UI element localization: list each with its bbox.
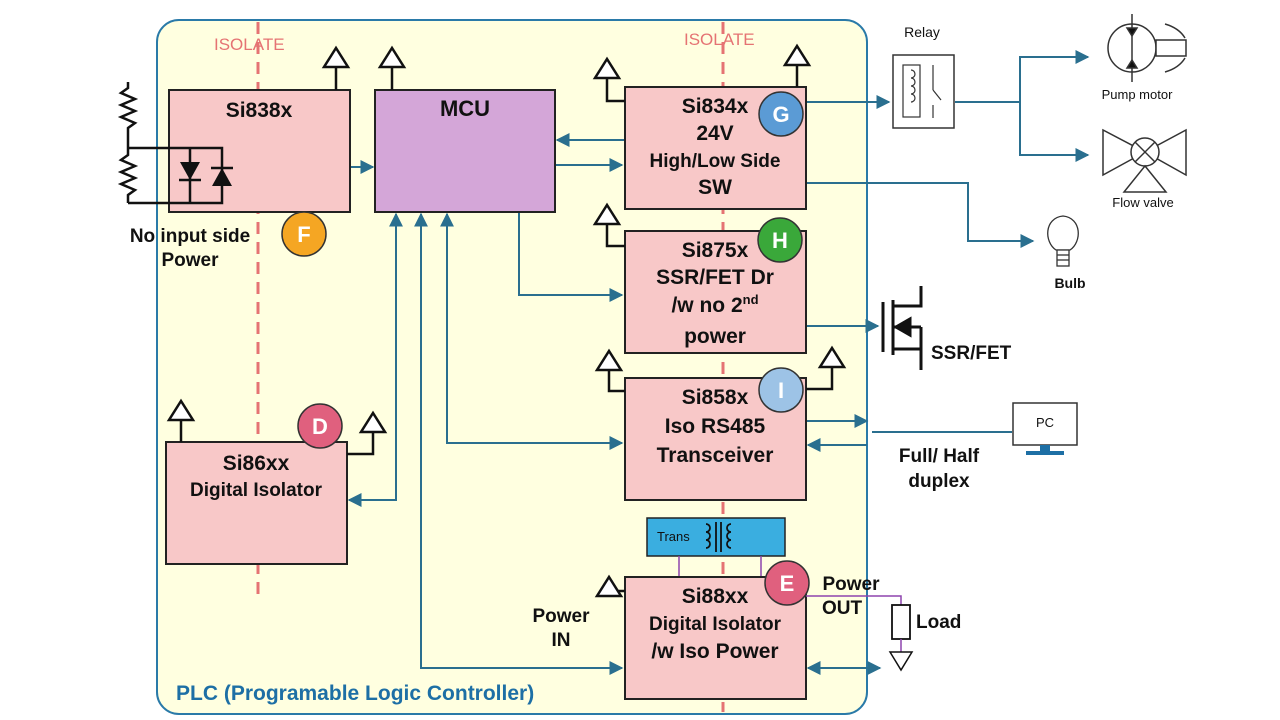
resistor-icon	[117, 82, 139, 203]
wire-mcu-si88xx	[414, 212, 624, 675]
duplex-label-1: Full/ Half	[899, 446, 980, 467]
power-in-label-2: IN	[552, 630, 571, 651]
si86xx-block	[165, 441, 348, 565]
ground-symbol	[166, 398, 196, 442]
badge-g: G	[758, 91, 804, 137]
si875x-line3: /w no 2nd	[671, 292, 758, 317]
badge-i: I	[758, 367, 804, 413]
relay-label: Relay	[904, 24, 940, 40]
si88xx-line3: /w Iso Power	[651, 640, 778, 663]
ground-symbol	[806, 345, 847, 391]
svg-text:G: G	[772, 102, 789, 127]
flow-valve-icon	[1102, 128, 1187, 193]
flow-valve-label: Flow valve	[1112, 195, 1173, 210]
svg-text:E: E	[780, 571, 795, 596]
power-out-label-2: OUT	[822, 598, 863, 619]
svg-text:D: D	[312, 414, 328, 439]
si86xx-line1: Si86xx	[223, 452, 290, 475]
load-label: Load	[916, 612, 961, 633]
badge-h: H	[757, 217, 803, 263]
ground-symbol	[347, 410, 388, 456]
transformer-icon	[705, 522, 732, 552]
si875x-line4: power	[684, 325, 746, 348]
ground-symbol	[594, 574, 625, 598]
si834x-line4: SW	[698, 176, 732, 199]
badge-e: E	[764, 560, 810, 606]
si838x-label: Si838x	[226, 99, 293, 122]
power-in-label-1: Power	[532, 606, 590, 627]
load-icon	[806, 595, 914, 672]
pc-label: PC	[1036, 415, 1054, 430]
relay-icon	[892, 54, 955, 129]
plc-title: PLC (Programable Logic Controller)	[176, 682, 534, 705]
si834x-line1: Si834x	[682, 95, 749, 118]
badge-d: D	[297, 403, 343, 449]
svg-text:I: I	[778, 378, 784, 403]
no-input-label-1: No input side	[130, 226, 250, 247]
si875x-line2: SSR/FET Dr	[656, 266, 774, 289]
ground-symbol	[592, 56, 625, 103]
si834x-line2: 24V	[696, 122, 733, 145]
mcu-label: MCU	[440, 96, 490, 121]
mcu-block	[374, 89, 556, 213]
si88xx-line2: Digital Isolator	[649, 614, 782, 635]
fet-icon	[881, 286, 923, 370]
wire-to-pump	[1019, 50, 1090, 102]
si838x-block	[168, 89, 351, 213]
svg-text:H: H	[772, 228, 788, 253]
bulb-label: Bulb	[1054, 275, 1085, 291]
si834x-line3: High/Low Side	[650, 151, 781, 172]
power-out-label-1: Power	[822, 574, 880, 595]
si858x-line1: Si858x	[682, 386, 749, 409]
diode-icon	[128, 146, 233, 205]
ground-symbol	[592, 202, 625, 248]
pc-icon	[1012, 402, 1078, 455]
ssr-fet-label: SSR/FET	[931, 343, 1012, 364]
wire-mcu-si86xx	[347, 212, 403, 507]
bulb-icon	[1047, 215, 1079, 267]
ground-symbol	[321, 45, 351, 90]
svg-text:F: F	[297, 222, 310, 247]
si858x-line3: Transceiver	[657, 444, 774, 467]
wire-to-bulb	[806, 182, 1035, 248]
ground-symbol	[594, 348, 625, 393]
isolate-label-left: ISOLATE	[214, 35, 285, 54]
no-input-label-2: Power	[161, 250, 219, 271]
pump-motor-icon	[1107, 14, 1187, 82]
badge-f: F	[281, 211, 327, 257]
si858x-line2: Iso RS485	[665, 415, 766, 438]
wire-to-valve	[1019, 102, 1090, 162]
ground-symbol	[782, 43, 812, 87]
si875x-line1: Si875x	[682, 239, 749, 262]
trans-label: Trans	[657, 529, 690, 544]
duplex-label-2: duplex	[908, 471, 970, 492]
si86xx-line2: Digital Isolator	[190, 480, 323, 501]
si88xx-line1: Si88xx	[682, 585, 749, 608]
ground-symbol	[377, 45, 407, 90]
isolate-label-right: ISOLATE	[684, 30, 755, 49]
pump-motor-label: Pump motor	[1102, 87, 1173, 102]
